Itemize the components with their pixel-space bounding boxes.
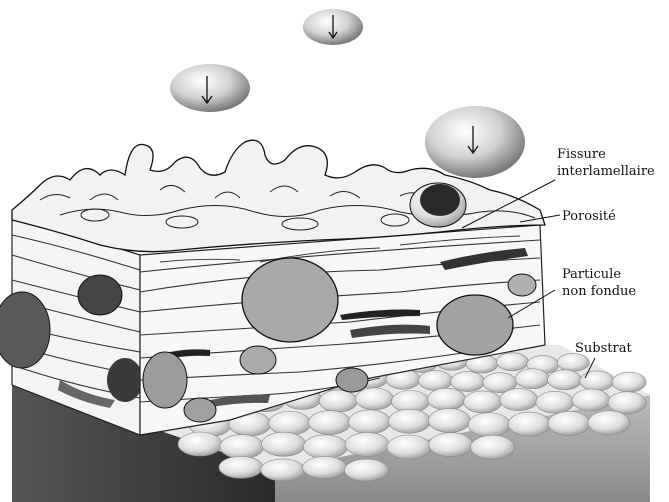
labels: Fissure interlamellaire Porosité Particu… xyxy=(557,147,655,356)
label-particule-line2: non fondue xyxy=(562,284,636,299)
substrate-bead xyxy=(500,389,538,411)
substrate-bead xyxy=(451,372,485,392)
substrate-bead xyxy=(429,433,473,457)
substrate-bead xyxy=(355,388,393,410)
substrate-bead xyxy=(261,459,305,481)
substrate-bead xyxy=(269,411,311,435)
substrate-bead xyxy=(468,413,510,437)
substrate-bead xyxy=(572,389,610,411)
substrate-bead xyxy=(557,353,589,371)
substrate-bead xyxy=(418,370,452,390)
substrate-bead xyxy=(387,435,431,459)
substrate-bead xyxy=(388,409,430,433)
substrate-bead xyxy=(344,459,388,481)
substrate-bead xyxy=(548,370,582,390)
substrate-bead xyxy=(612,372,646,392)
substrate-bead xyxy=(508,412,550,436)
droplet xyxy=(425,106,525,178)
substrate-bead xyxy=(464,391,502,413)
substrate-bead xyxy=(303,457,347,479)
label-fissure-line2: interlamellaire xyxy=(557,164,655,179)
substrate-bead xyxy=(262,432,306,456)
substrate-bead xyxy=(496,353,528,371)
substrate-bead xyxy=(588,411,630,435)
label-porosite: Porosité xyxy=(562,209,616,224)
substrate-bead xyxy=(471,435,515,459)
substrate-bead xyxy=(349,410,391,434)
droplet xyxy=(170,64,250,112)
substrate-bead xyxy=(428,388,466,410)
substrate-bead xyxy=(536,391,574,413)
droplet xyxy=(303,9,363,45)
label-fissure-line1: Fissure xyxy=(557,147,606,162)
substrate-bead xyxy=(548,411,590,435)
label-particule-line1: Particule xyxy=(562,267,621,282)
substrate-bead xyxy=(303,435,347,459)
label-substrat: Substrat xyxy=(575,341,632,356)
substrate-bead xyxy=(345,432,389,456)
substrate-bead xyxy=(178,432,222,456)
substrate-bead xyxy=(428,408,470,432)
substrate-bead xyxy=(319,390,357,412)
substrate-bead xyxy=(580,371,614,391)
substrate-bead xyxy=(515,369,549,389)
substrate-bead xyxy=(220,435,264,459)
substrate-bead xyxy=(219,456,263,478)
substrate-bead xyxy=(608,392,646,414)
substrate-bead xyxy=(309,411,351,435)
